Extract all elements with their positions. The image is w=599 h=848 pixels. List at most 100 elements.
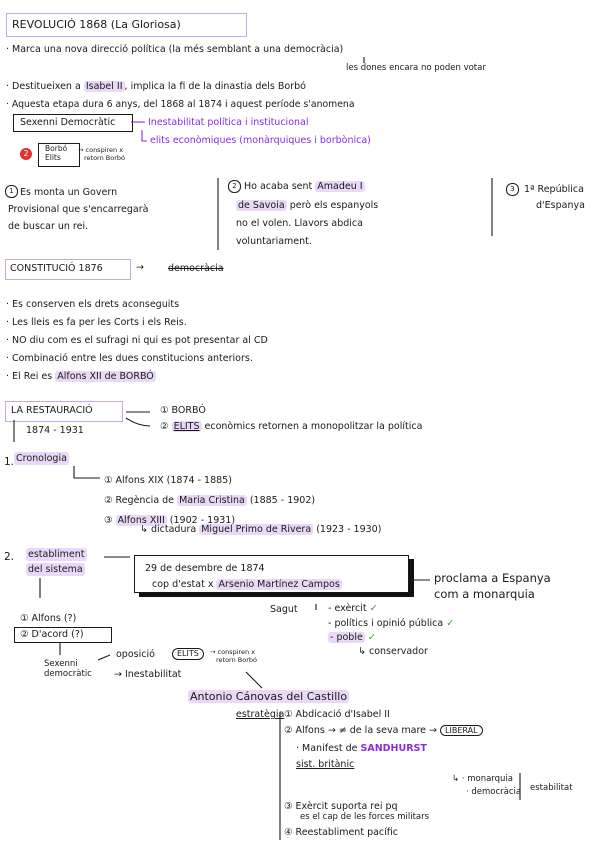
s4-alfons: ① Alfons (?) [20,613,77,624]
s3-r2-highlight: ELITS [171,421,202,432]
s1-purple-arrow-2 [141,130,147,142]
s4-title-2: del sistema [26,563,85,576]
s2-arrow: → [136,262,144,273]
s4-support-1: - exèrcit ✓ [328,602,378,615]
cron-3b-highlight: Miguel Primo de Rivera [199,524,314,535]
s2-arrow-text: democràcia [168,263,224,274]
s4-oposicio-arrow [97,654,111,661]
cron-2-highlight: Maria Cristina [177,495,247,506]
s4-estabilitat: estabilitat [530,783,573,793]
cron-1-post: (1874 - 1885) [166,475,232,486]
s4-e4: ④ Reestabliment pacífic [284,827,398,838]
col2-l2-highlight: de Savoia [236,200,287,211]
s1-title-box [6,13,247,37]
s3-title: LA RESTAURACIÓ [11,405,93,416]
col3-line-2: d'Espanya [536,200,585,211]
col2-num: 2 [228,180,241,193]
s2-title: CONSTITUCIÓ 1876 [10,263,103,274]
col2-line-4: voluntariament. [236,236,312,247]
cron-2-post: (1885 - 1902) [249,495,316,506]
cron-arrow [73,466,100,479]
s4-conspire-2: retorn Borbó [216,656,258,664]
s1-arrow-1-text: Inestabilitat política i institucional [148,117,309,128]
cron-item-3b: ↳ dictadura Miguel Primo de Rivera (1923… [140,523,381,536]
s2-bullet-5: · El Rei es Alfons XII de BORBÓ [6,370,156,383]
s1-bullet-2: · Destitueixen a Isabel II, implica la f… [6,80,306,93]
s4-estrategia: estratègia [236,709,285,720]
s4-e2a-highlight: SANDHURST [360,743,427,754]
s1-bullet-1: · Marca una nova direcció política (la m… [6,44,344,55]
s1-title: REVOLUCIÓ 1868 (La Gloriosa) [12,18,181,31]
col1-num: 1 [5,185,18,198]
s3-title-box [5,401,123,422]
s1-b2-post: , implica la fi de la dinastia dels Borb… [124,81,306,92]
s4-support-2-text: - polítics i opinió pública [328,618,444,629]
s4-support-1-text: - exèrcit [328,603,367,614]
s1-conspire-1: → conspiren x [78,146,124,154]
s4-conservador: ↳ conservador [358,646,428,657]
cron-3-highlight: Alfons XIII [115,515,167,526]
s3-arrow-2 [125,417,151,427]
s1-num-2: 2 [20,148,32,160]
s2-bullet-2: · Les lleis es fa per les Corts i els Re… [6,317,187,328]
col1-line-2: Provisional que s'encarregarà [8,204,149,215]
s2-b5-pre: · El Rei es [6,371,53,382]
s4-e3b: es el cap de les forces militars [300,812,430,822]
col2-line-2: de Savoia però els espanyols [236,199,378,212]
s4-sagut: Sagut [270,604,298,615]
sexenni-box [13,114,133,132]
s2-b5-highlight: Alfons XII de BORBÓ [55,371,156,382]
s2-bullet-1: · Es conserven els drets aconseguits [6,299,180,310]
s3-r2-num: ② [160,421,169,432]
col3-num: 3 [506,183,519,196]
s4-sexenni-1: Sexenni [44,659,78,669]
s4-support-2: - polítics i opinió pública ✓ [328,617,454,630]
s2-bullet-3: · NO diu com es el sufragi ni qui es pot… [6,335,268,346]
s3-r2-post: econòmics retornen a monopolitzar la pol… [204,421,423,432]
cron-item-2: ② Regència de Maria Cristina (1885 - 190… [104,494,315,507]
s4-canovas-arrow [245,671,263,689]
cron-3b-post: (1923 - 1930) [316,524,382,535]
s4-support-3: - poble ✓ [328,631,376,644]
s2-bullet-4: · Combinació entre les dues constitucion… [6,353,253,364]
s1-b2-highlight: Isabel II [83,81,125,92]
s4-monarquia: ↳ · monarquia [452,774,514,784]
check-icon: ✓ [369,603,378,614]
col1-line-1: Es monta un Govern [20,187,118,198]
s4-oposicio: oposició [116,649,155,660]
s4-elits: ELITS [172,648,204,660]
s1-bullet-1-note: les dones encara no poden votar [346,63,486,73]
s1-bullet-3: · Aquesta etapa dura 6 anys, del 1868 al… [6,99,355,110]
s4-e2b: sist. britànic [296,758,354,771]
elits-label: Elits [45,153,61,162]
cron-3-post: (1902 - 1931) [169,515,236,526]
cron-item-3: ③ Alfons XIII (1902 - 1931) [104,514,235,527]
s4-support-3-text: - poble [328,632,365,643]
s4-dacord: ② D'acord (?) [20,629,84,640]
s4-e2-circle: LIBERAL [440,725,483,736]
cron-2-pre: ② Regència de [104,495,175,506]
cron-num: 1. [4,456,15,468]
s4-conspire-1: → conspiren x [210,648,256,656]
s4-e2: ② Alfons → ≠ de la seva mare → LIBERAL [284,724,483,737]
s3-result-2: ② ELITS econòmics retornen a monopolitza… [160,420,422,433]
s4-event-pre: cop d'estat x [152,579,214,590]
col2-line-1: Ho acaba sent Amadeu I [244,180,365,193]
s3-dates: 1874 - 1931 [26,425,84,436]
cron-3b-pre: ↳ dictadura [140,524,197,535]
s1-conspire-2: retorn Borbó [84,154,126,162]
s4-e2b-ul: sist. britànic [296,759,355,770]
s4-dacord-box [14,627,112,643]
cron-item-1: ① Alfons XIX (1874 - 1885) [104,474,232,487]
s4-inestab: → Inestabilitat [114,669,182,680]
s4-proclama-1: proclama a Espanya [434,571,551,585]
borbo-elits-box [38,143,80,167]
cron-1-pre: ① Alfons XIX [104,475,164,486]
col1-line-3: de buscar un rei. [8,221,89,232]
col3-line-1: 1ª República [524,184,584,195]
s1-arrow-2-text: elits econòmiques (monàrquiques i borbòn… [150,135,371,146]
s4-e3a: ③ Exèrcit suporta rei pq [284,801,398,812]
s4-e1: ① Abdicació d'Isabel II [284,709,390,720]
borbo-label: Borbó [45,144,68,153]
